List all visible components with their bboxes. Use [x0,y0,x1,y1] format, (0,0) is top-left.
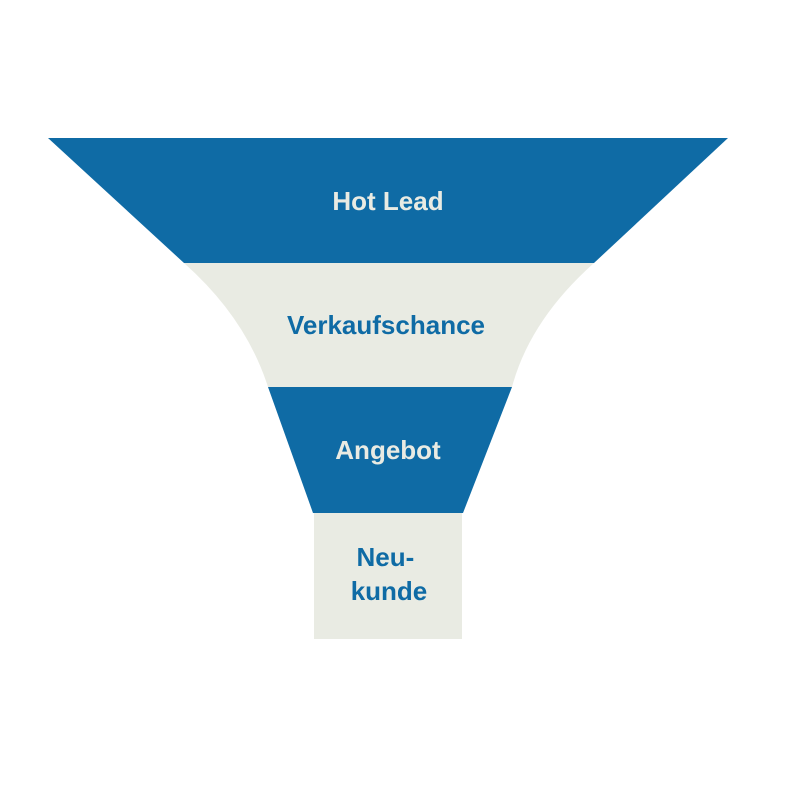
funnel-stage-neukunde-shape [314,513,462,639]
funnel-stage-neukunde: Neu- kunde [314,513,462,639]
funnel-stage-angebot-label-line-1: Angebot [335,435,441,465]
funnel-stage-angebot: Angebot [268,387,512,513]
funnel-stage-hot-lead: Hot Lead [48,138,728,263]
funnel-stage-verkaufschance-label: Verkaufschance [287,310,485,340]
funnel-stage-angebot-label: Angebot [335,435,441,465]
funnel-stage-verkaufschance-label-line-1: Verkaufschance [287,310,485,340]
funnel-stage-angebot-shape [268,387,512,513]
funnel-stage-neukunde-label: Neu- kunde [351,542,428,606]
funnel-stage-verkaufschance: Verkaufschance [184,263,594,387]
funnel-stage-hot-lead-label-line-1: Hot Lead [332,186,443,216]
funnel-stage-neukunde-label-line-1: Neu- [356,542,414,572]
funnel-stage-hot-lead-shape [48,138,728,263]
funnel-stage-verkaufschance-shape [184,263,594,387]
funnel-stage-hot-lead-label: Hot Lead [332,186,443,216]
funnel-stage-neukunde-label-line-2: kunde [351,576,428,606]
